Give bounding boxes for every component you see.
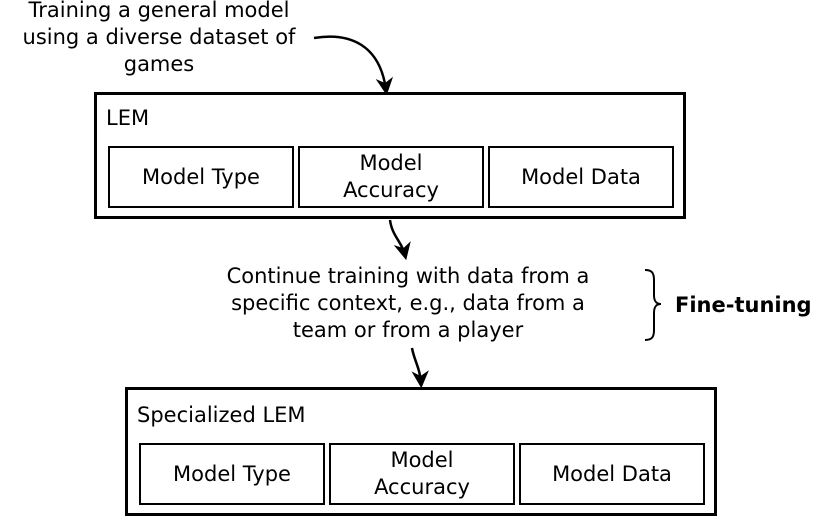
lem-box-title: LEM: [106, 106, 150, 130]
specialized-cell-model-accuracy: Model Accuracy: [329, 443, 515, 505]
top-arrow: [313, 35, 394, 96]
lem-cell-label: Model Data: [521, 164, 641, 189]
bottom-arrow: [410, 347, 429, 389]
lem-box: LEM Model Type Model Accuracy Model Data: [94, 92, 686, 219]
fine-tuning-label: Fine-tuning: [675, 293, 812, 317]
specialized-cell-label: Model: [390, 448, 454, 472]
specialized-lem-box-title: Specialized LEM: [137, 403, 306, 427]
lem-cell-label: Model: [359, 151, 423, 175]
top-caption-line-1: Training a general model: [28, 0, 290, 22]
lem-cell-model-type: Model Type: [108, 146, 294, 208]
top-caption-line-3: games: [123, 52, 195, 76]
top-caption-line-2: using a diverse dataset of: [22, 25, 296, 49]
specialized-lem-box: Specialized LEM Model Type Model Accurac…: [125, 387, 717, 516]
lem-cell-label: Model Type: [142, 164, 260, 189]
middle-caption-line-2: specific context, e.g., data from a: [231, 291, 585, 315]
middle-caption-line-3: team or from a player: [292, 318, 524, 342]
middle-arrow: [388, 219, 411, 261]
middle-caption: Continue training with data from a speci…: [196, 263, 620, 344]
lem-cell-model-data: Model Data: [488, 146, 674, 208]
specialized-cell-label: Model Type: [173, 461, 291, 486]
lem-cell-label: Accuracy: [343, 178, 439, 202]
middle-caption-line-1: Continue training with data from a: [226, 264, 590, 288]
specialized-cell-model-data: Model Data: [519, 443, 705, 505]
top-caption: Training a general model using a diverse…: [0, 0, 318, 78]
fine-tuning-brace: [644, 269, 662, 341]
lem-cell-model-accuracy: Model Accuracy: [298, 146, 484, 208]
specialized-cell-label: Accuracy: [374, 475, 470, 499]
specialized-cell-label: Model Data: [552, 461, 672, 486]
specialized-cell-model-type: Model Type: [139, 443, 325, 505]
